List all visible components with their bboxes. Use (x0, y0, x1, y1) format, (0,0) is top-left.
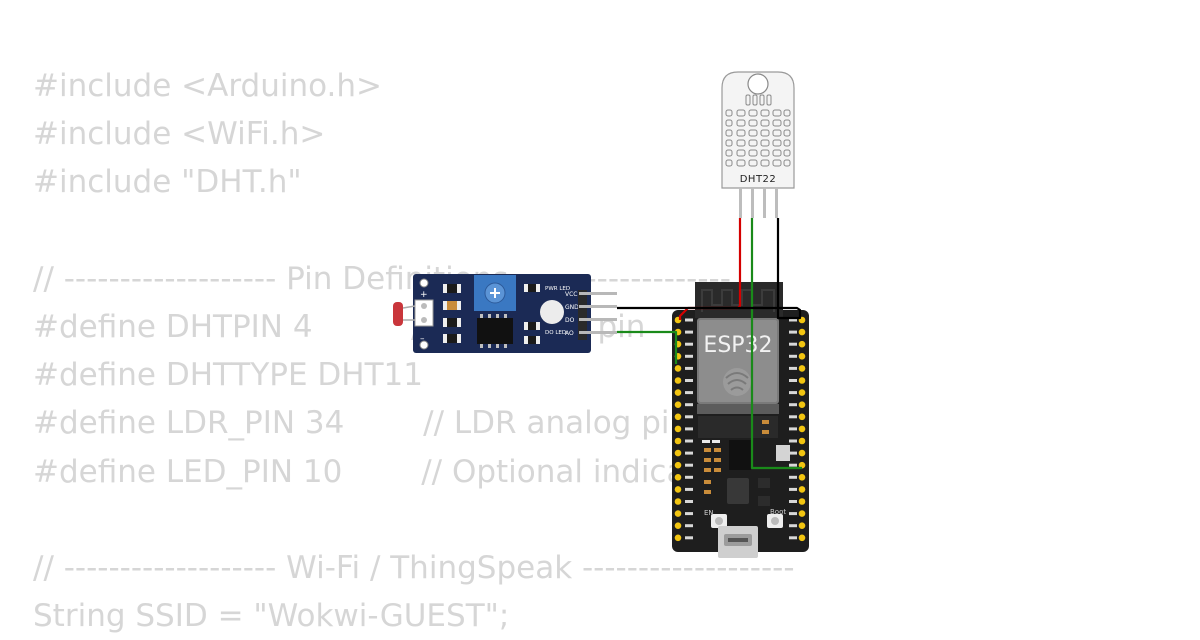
esp32-header-pin[interactable] (798, 413, 806, 421)
code-line: // ------------------- Wi-Fi / ThingSpea… (33, 549, 795, 586)
esp32-header-pin[interactable] (674, 498, 682, 505)
esp32-header-pin[interactable] (798, 449, 806, 457)
code-line: #include <WiFi.h> (33, 116, 326, 153)
esp32-header-pin[interactable] (674, 389, 682, 396)
code-editor-background: #include <Arduino.h> #include <WiFi.h> #… (33, 62, 795, 640)
ldr-sensor-module[interactable]: + – PWR LED (393, 274, 617, 353)
esp32-header-pin[interactable] (798, 510, 806, 517)
code-line: #define DHTTYPE DHT11 (33, 357, 423, 394)
wire-ldr-ao (617, 330, 678, 364)
pwr-led-label: PWR LED (545, 286, 570, 292)
led-icon (540, 300, 564, 324)
code-line: // ------------------- Pin Definitions -… (33, 260, 731, 297)
esp32-header-pin[interactable] (798, 534, 806, 542)
esp32-header-pin[interactable] (674, 461, 682, 469)
svg-text:–: – (420, 334, 425, 344)
dht22-sensor[interactable]: DHT22 (721, 71, 795, 218)
code-line: #include "DHT.h" (33, 164, 302, 201)
esp32-header-pin[interactable] (674, 377, 682, 384)
esp32-header-pin[interactable] (674, 413, 682, 421)
esp32-header-pin[interactable] (674, 522, 682, 529)
esp32-label: ESP32 (703, 333, 772, 358)
esp32-header-pin[interactable] (798, 461, 806, 469)
esp32-header-pin[interactable] (798, 340, 806, 348)
esp32-header-pin[interactable] (674, 449, 682, 457)
esp32-header-pin[interactable] (798, 377, 806, 384)
esp32-header-pin[interactable] (674, 474, 682, 481)
esp32-header-pin[interactable] (674, 425, 682, 433)
espressif-logo-icon (723, 368, 751, 396)
esp32-header-pin[interactable] (674, 486, 682, 493)
esp32-header-pin[interactable] (674, 401, 682, 409)
ldr-pin-do-label: DO (565, 317, 575, 324)
ldr-pin-gnd-label: GND (565, 304, 579, 311)
esp32-header-pin[interactable] (798, 401, 806, 409)
code-line: String SSID = "Wokwi-GUEST"; (33, 598, 510, 635)
esp32-header-pin[interactable] (674, 437, 682, 445)
esp32-header-pin[interactable] (798, 353, 806, 360)
code-line: #define LDR_PIN 34 // LDR analog pin (33, 405, 690, 442)
esp32-header-pin[interactable] (674, 365, 682, 372)
esp32-header-pin[interactable] (798, 486, 806, 493)
esp32-header-pin[interactable] (798, 425, 806, 433)
boot-button-label: Boot (770, 508, 786, 516)
svg-text:+: + (420, 290, 428, 300)
ldr-pin-vcc-label: VCC (565, 291, 577, 298)
esp32-header-pin[interactable] (798, 365, 806, 372)
esp32-header-pin[interactable] (798, 437, 806, 445)
esp32-header-pin[interactable] (798, 474, 806, 481)
esp32-header-pin[interactable] (798, 389, 806, 396)
esp32-header-pin[interactable] (674, 534, 682, 542)
photoresistor-icon (393, 302, 403, 326)
ldr-pin-ao-label: AO (565, 330, 574, 337)
esp32-board[interactable]: ESP32 EN Boot (672, 282, 809, 558)
en-button-label: EN (704, 509, 714, 517)
code-line: #include <Arduino.h> (33, 68, 383, 104)
wire-gnd (617, 218, 802, 320)
wires (617, 218, 802, 470)
esp32-header-pin[interactable] (798, 498, 806, 505)
dht22-label: DHT22 (740, 174, 777, 185)
esp32-header-pin[interactable] (798, 522, 806, 529)
esp32-header-pin[interactable] (798, 328, 806, 336)
wire-dht-data (750, 218, 802, 470)
esp32-header-pin[interactable] (674, 510, 682, 517)
do-led-label: DO LED (545, 330, 566, 336)
